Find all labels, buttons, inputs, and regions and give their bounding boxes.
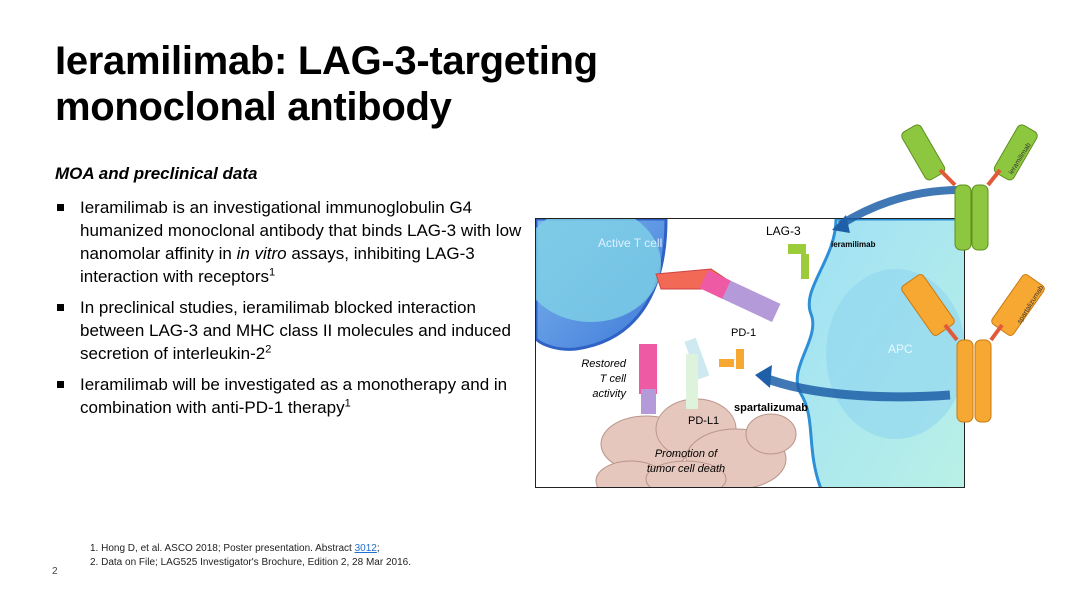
label-pdl1: PD-L1 — [688, 415, 719, 427]
reference-1: 1. Hong D, et al. ASCO 2018; Poster pres… — [90, 542, 411, 556]
orange-antibody-label: spartalizumab — [1016, 284, 1045, 325]
label-restored-2: T cell — [600, 373, 627, 385]
small-orange-antibody — [719, 349, 744, 369]
label-restored-3: activity — [592, 388, 627, 400]
bullet-text: In preclinical studies, ieramilimab bloc… — [80, 298, 511, 363]
label-apc: APC — [888, 342, 913, 356]
small-green-antibody — [788, 244, 809, 279]
bullet-text: Ieramilimab is an investigational immuno… — [80, 198, 522, 263]
label-promotion-2: tumor cell death — [647, 463, 725, 475]
slide-title: Ieramilimab: LAG-3-targeting monoclonal … — [55, 38, 598, 130]
pdl1 — [686, 354, 698, 409]
abstract-link[interactable]: 3012 — [354, 543, 377, 554]
moa-diagram: Active T cell APC LAG-3 ieramilimab PD-1… — [535, 218, 965, 488]
references: 1. Hong D, et al. ASCO 2018; Poster pres… — [90, 542, 411, 570]
label-pd1: PD-1 — [731, 327, 756, 339]
label-active-t-cell: Active T cell — [598, 236, 662, 250]
reference-2: 2. Data on File; LAG525 Investigator's B… — [90, 557, 411, 568]
page-number: 2 — [52, 566, 58, 577]
title-line-1: Ieramilimab: LAG-3-targeting — [55, 39, 598, 83]
footnote-ref: 1 — [344, 397, 351, 410]
footnote-ref: 2 — [265, 343, 272, 356]
label-lag3: LAG-3 — [766, 224, 801, 238]
moa-illustration: Active T cell APC LAG-3 ieramilimab PD-1… — [536, 219, 964, 487]
reference-1-end: ; — [376, 543, 380, 554]
label-spartalizumab: spartalizumab — [734, 402, 808, 414]
label-restored-1: Restored — [581, 358, 627, 370]
green-antibody-label: ieramilimab — [1008, 142, 1033, 176]
bullet-list: Ieramilimab is an investigational immuno… — [55, 196, 525, 427]
label-ieramilimab: ieramilimab — [831, 240, 876, 249]
reference-1-text: 1. Hong D, et al. ASCO 2018; Poster pres… — [90, 543, 355, 554]
footnote-ref: 1 — [268, 266, 276, 279]
bullet-italic: in vitro — [236, 244, 287, 263]
label-promotion-1: Promotion of — [655, 448, 718, 460]
subheading: MOA and preclinical data — [55, 164, 258, 183]
bullet-text: assays, inhibiting LAG-3 interaction wit… — [80, 244, 475, 286]
mhc-receptor — [699, 270, 781, 322]
bullet-item: Ieramilimab will be investigated as a mo… — [55, 373, 525, 419]
bullet-item: In preclinical studies, ieramilimab bloc… — [55, 296, 525, 365]
bullet-item: Ieramilimab is an investigational immuno… — [55, 196, 525, 288]
tumor-cells — [595, 398, 797, 487]
title-line-2: monoclonal antibody — [55, 85, 452, 129]
pd1-receptor-pink — [639, 344, 657, 414]
bullet-text: Ieramilimab will be investigated as a mo… — [80, 375, 508, 417]
